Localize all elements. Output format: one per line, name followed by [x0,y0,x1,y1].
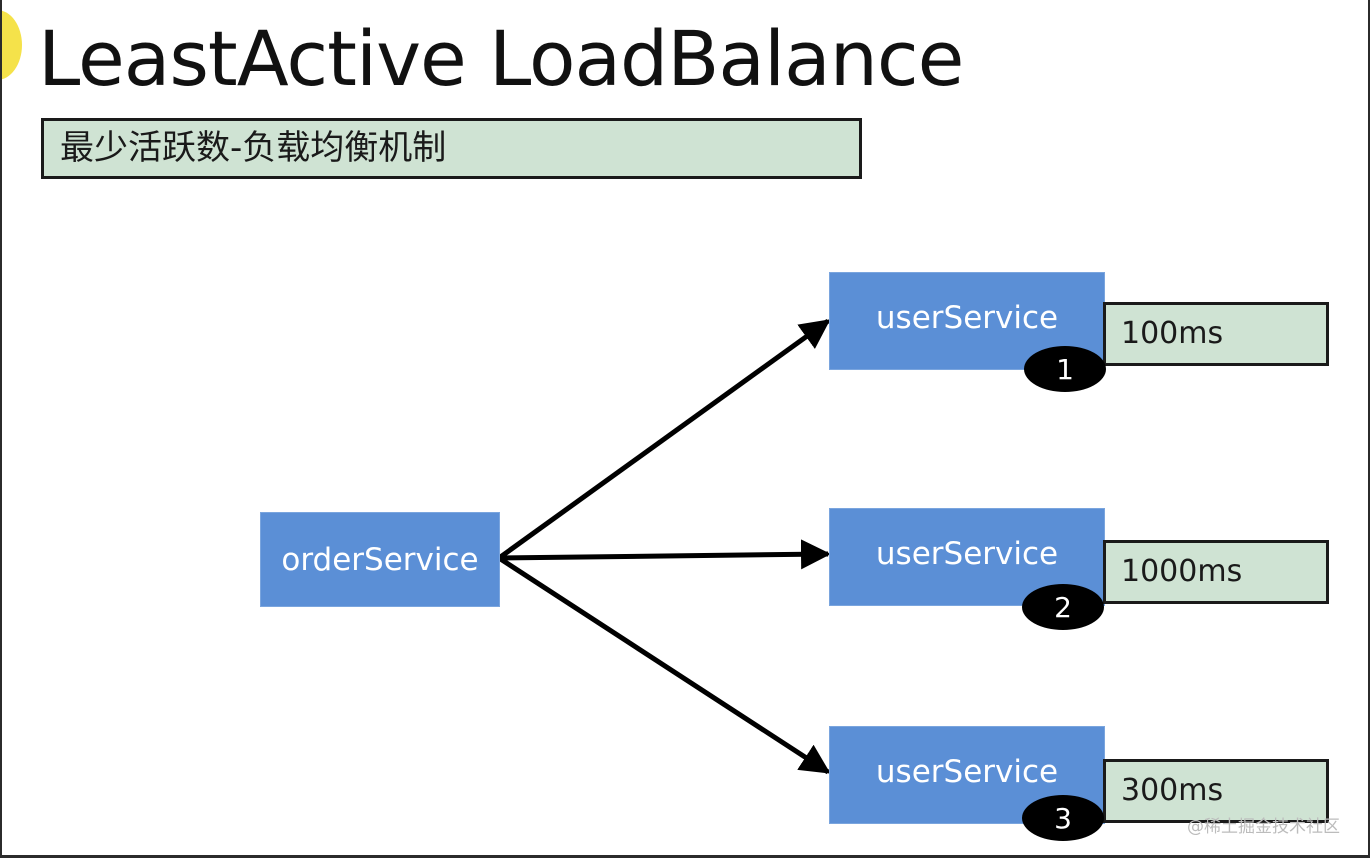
response-time-text-1: 100ms [1121,316,1224,351]
response-time-text-2: 1000ms [1121,554,1243,589]
node-index-badge-2: 2 [1022,584,1104,630]
highlight-mark [2,10,22,80]
arrow-to-user-2 [498,539,831,570]
watermark: @稀土掘金技术社区 [1187,817,1340,837]
subtitle-box: 最少活跃数-负载均衡机制 [41,118,862,179]
user-service-label-2: userService [875,536,1059,572]
subtitle-text: 最少活跃数-负载均衡机制 [60,128,447,168]
node-index-badge-1: 1 [1024,346,1106,392]
node-index-text-2: 2 [1054,590,1072,624]
order-service-node: orderService [260,512,500,607]
arrow-to-user-1 [497,318,831,561]
node-index-badge-3: 3 [1022,795,1104,841]
slide-title: LeastActive LoadBalance [38,14,964,103]
user-service-label-1: userService [875,300,1059,336]
response-time-3: 300ms [1103,759,1329,823]
node-index-text-3: 3 [1054,801,1072,835]
node-index-text-1: 1 [1056,352,1074,386]
user-service-label-3: userService [875,754,1059,790]
response-time-text-3: 300ms [1121,773,1224,808]
arrow-to-user-3 [497,555,831,775]
response-time-1: 100ms [1103,302,1329,366]
order-service-label: orderService [281,541,479,578]
response-time-2: 1000ms [1103,540,1329,604]
